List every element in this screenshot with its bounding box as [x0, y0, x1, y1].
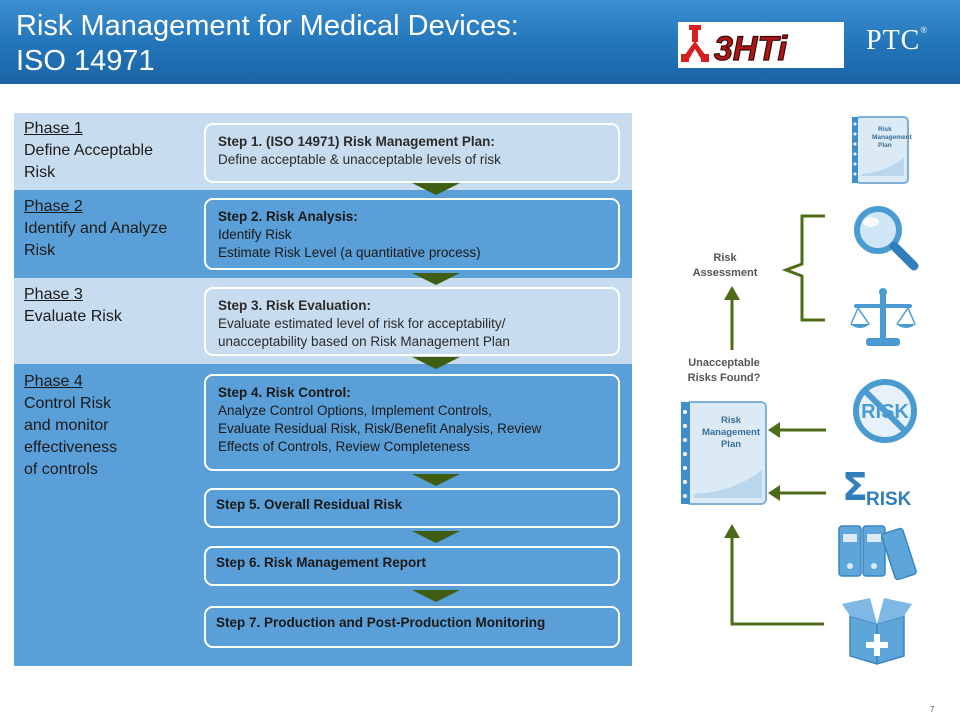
feedback-connectors: [724, 214, 826, 626]
step-3-line: unacceptability based on Risk Management…: [218, 334, 510, 349]
3hti-logo: 3HTi: [678, 22, 844, 69]
phase-1-title: Phase 1: [24, 120, 83, 137]
ptc-logo: PTC®: [866, 25, 928, 57]
3hti-logo-text: 3HTi: [714, 30, 789, 68]
plan-large-text: Management: [702, 427, 761, 438]
step-1-line: Define acceptable & unacceptable levels …: [218, 152, 501, 167]
step-6-title: Step 6. Risk Management Report: [216, 555, 427, 570]
phase-4-desc-line: and monitor: [24, 417, 109, 434]
step-2-line: Estimate Risk Level (a quantitative proc…: [218, 245, 481, 260]
page-number: 7: [930, 705, 935, 714]
3hti-symbol-icon: [681, 25, 709, 62]
step-7-box: Step 7. Production and Post-Production M…: [204, 606, 620, 648]
plan-icon-text: Risk: [878, 126, 892, 133]
bottom-arrow-head: [724, 524, 740, 538]
flow-arrow-2: [412, 273, 460, 285]
phase-4-desc-line: Control Risk: [24, 395, 112, 412]
step-4-line: Evaluate Residual Risk, Risk/Benefit Ana…: [218, 421, 542, 436]
step-3-title: Step 3. Risk Evaluation:: [218, 298, 372, 313]
step-2-title: Step 2. Risk Analysis:: [218, 209, 358, 224]
phase-1-label: Phase 1 Define Acceptable Risk: [24, 118, 200, 184]
no-risk-icon: RISK: [853, 379, 917, 443]
step-2-box: Step 2. Risk Analysis: Identify Risk Est…: [204, 198, 620, 270]
step-4-line: Effects of Controls, Review Completeness: [218, 439, 470, 454]
header-bar: Risk Management for Medical Devices: ISO…: [0, 0, 960, 84]
step-5-title: Step 5. Overall Residual Risk: [216, 497, 403, 512]
binders-icon: [838, 525, 917, 580]
step-4-line: Analyze Control Options, Implement Contr…: [218, 403, 492, 418]
bottom-elbow-line: [730, 534, 824, 626]
flow-arrow-6: [412, 590, 460, 602]
step-1-box: Step 1. (ISO 14971) Risk Management Plan…: [204, 123, 620, 183]
step-3-box: Step 3. Risk Evaluation: Evaluate estima…: [204, 287, 620, 356]
risk-assessment-label: Risk Assessment: [680, 251, 770, 281]
phase-2-label: Phase 2 Identify and Analyze Risk: [24, 196, 200, 262]
phase-4-desc-line: of controls: [24, 461, 98, 478]
up-arrow-head: [724, 286, 740, 300]
phase-3-title: Phase 3: [24, 286, 83, 303]
phase-4-desc-line: effectiveness: [24, 439, 118, 456]
step-1-title: Step 1. (ISO 14971) Risk Management Plan…: [218, 134, 495, 149]
phase-1-desc-line: Risk: [24, 164, 56, 181]
sigma-risk-text: RISK: [866, 489, 912, 510]
phase-2-desc-line: Risk: [24, 242, 56, 259]
left-arrow-head-2: [768, 485, 780, 501]
phase-2-desc-line: Identify and Analyze: [24, 220, 168, 237]
phase-4-title: Phase 4: [24, 373, 83, 390]
flow-arrow-5: [412, 531, 460, 543]
sigma-symbol: Σ: [842, 466, 868, 509]
phase-4-label: Phase 4 Control Risk and monitor effecti…: [24, 371, 200, 481]
left-arrow-head-1: [768, 422, 780, 438]
phase-3-desc-line: Evaluate Risk: [24, 308, 122, 325]
plan-large-text: Risk: [721, 415, 742, 426]
plan-icon-text: Plan: [878, 142, 892, 149]
flow-arrow-4: [412, 474, 460, 486]
ptc-logo-text: PTC: [866, 25, 921, 56]
flow-arrow-1: [412, 183, 460, 195]
balance-scale-icon: [850, 288, 916, 346]
title-line-2: ISO 14971: [16, 45, 155, 77]
step-7-title: Step 7. Production and Post-Production M…: [216, 615, 546, 630]
unacceptable-risks-label: Unacceptable Risks Found?: [672, 356, 776, 386]
title-line-1: Risk Management for Medical Devices:: [16, 10, 519, 42]
plan-large-text: Plan: [721, 439, 741, 450]
risk-assessment-line: Risk: [713, 252, 737, 264]
risk-management-plan-large-icon: Risk Management Plan: [681, 401, 767, 505]
ptc-registered-mark: ®: [920, 25, 929, 35]
risk-assessment-line: Assessment: [692, 267, 758, 279]
risk-assessment-bracket: [781, 214, 825, 322]
page-title: Risk Management for Medical Devices: ISO…: [16, 9, 656, 79]
phase-1-desc-line: Define Acceptable: [24, 142, 153, 159]
plan-icon-text: Management: [872, 134, 913, 141]
step-4-title: Step 4. Risk Control:: [218, 385, 351, 400]
phase-3-label: Phase 3 Evaluate Risk: [24, 284, 200, 328]
step-4-box: Step 4. Risk Control: Analyze Control Op…: [204, 374, 620, 471]
magnifier-icon: [854, 206, 919, 271]
risk-management-plan-icon: Risk Management Plan: [852, 116, 913, 184]
step-3-line: Evaluate estimated level of risk for acc…: [218, 316, 506, 331]
unacceptable-line: Risks Found?: [687, 372, 761, 384]
3hti-logo-graphic: 3HTi: [681, 25, 789, 69]
step-2-line: Identify Risk: [218, 227, 292, 242]
step-5-box: Step 5. Overall Residual Risk: [204, 488, 620, 528]
shipping-box-icon: [842, 598, 912, 665]
sigma-risk-icon: Σ RISK: [842, 466, 912, 510]
step-6-box: Step 6. Risk Management Report: [204, 546, 620, 586]
phase-2-title: Phase 2: [24, 198, 83, 215]
flow-arrow-3: [412, 357, 460, 369]
unacceptable-line: Unacceptable: [688, 357, 760, 369]
